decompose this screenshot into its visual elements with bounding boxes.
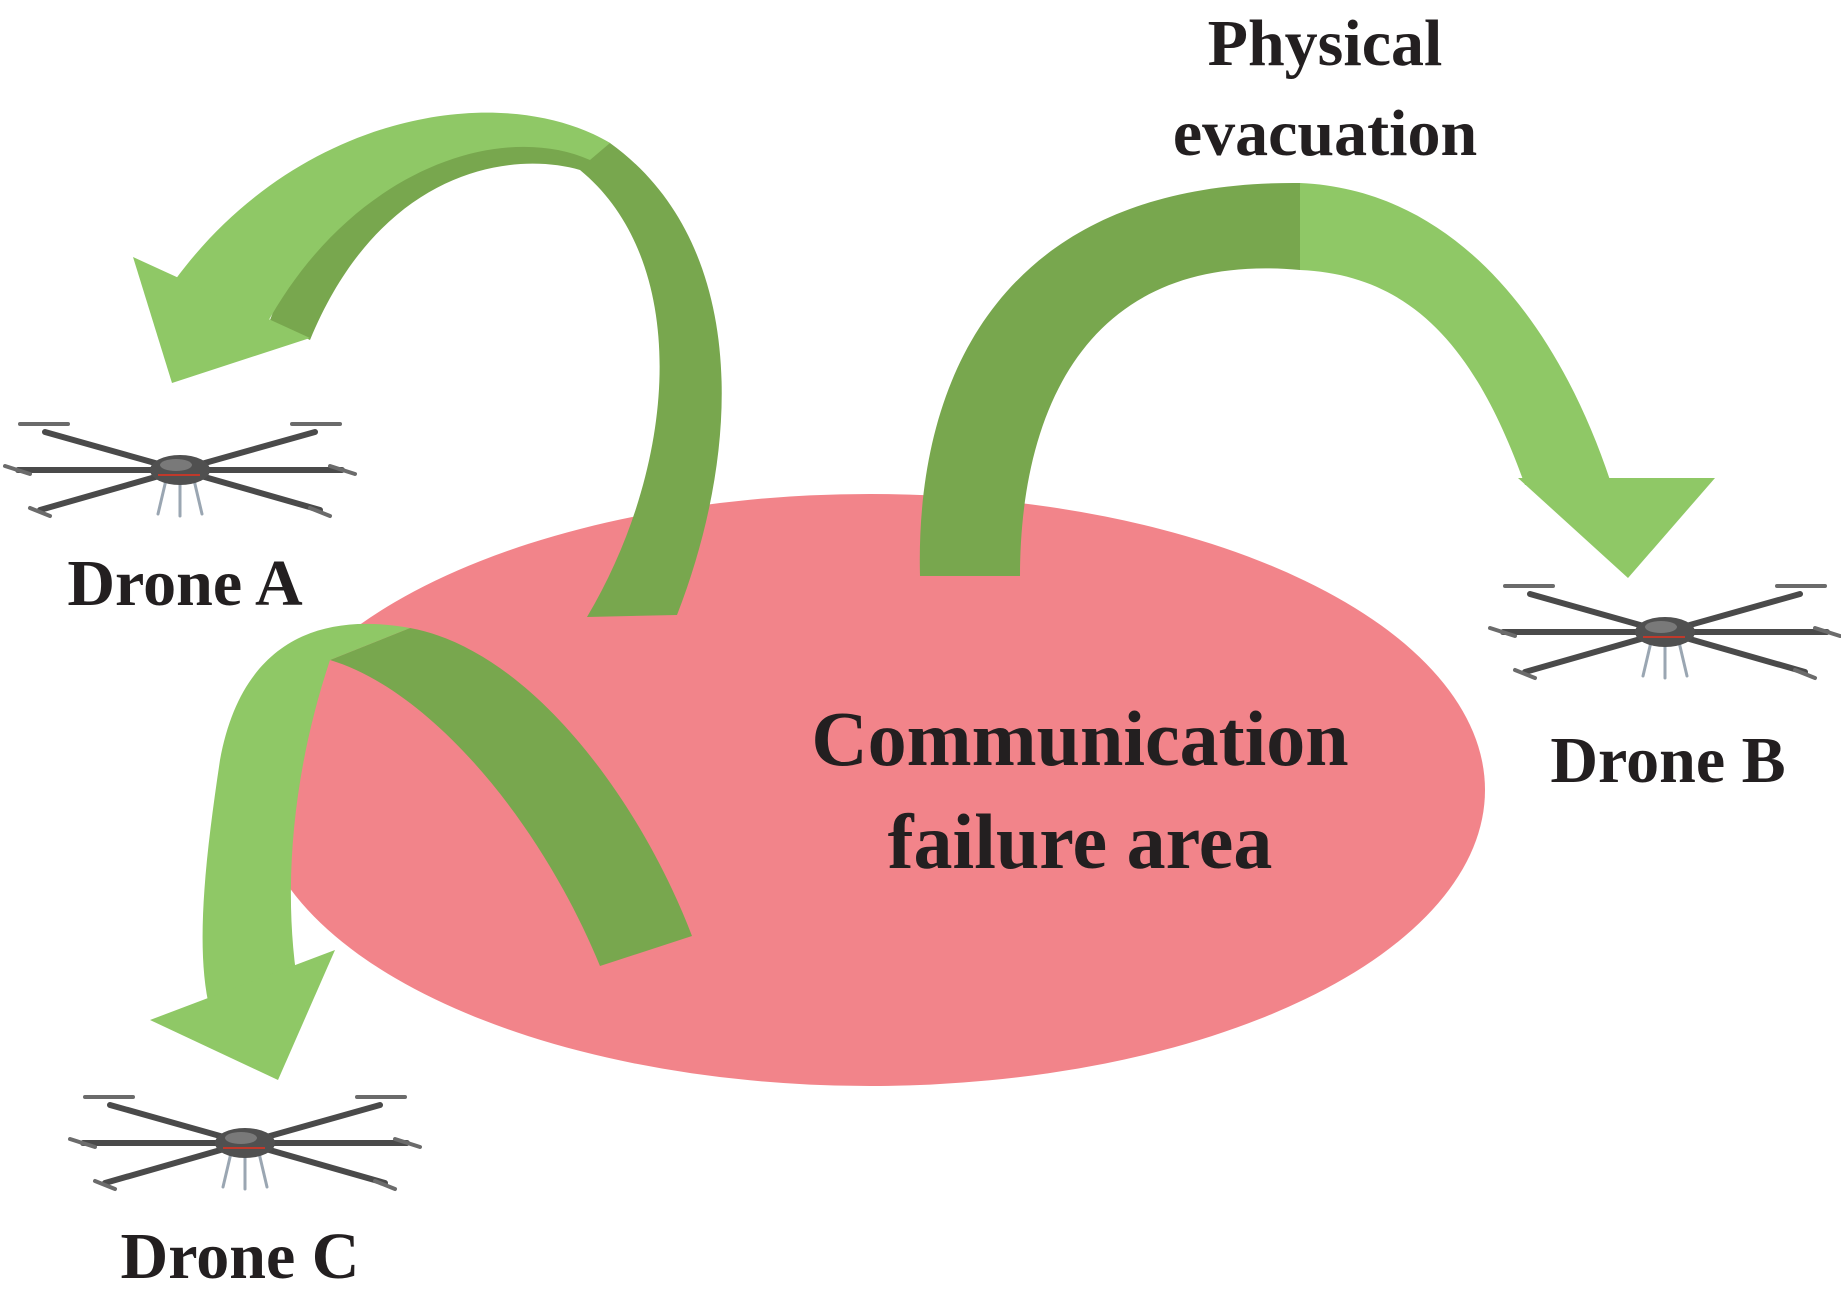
evacuation-arrow-to-drone-b [919, 182, 1715, 578]
drone-b-label: Drone B [1550, 724, 1785, 797]
drone-b: Drone B [1490, 586, 1840, 797]
drone-icon [5, 424, 355, 516]
drone-icon [1490, 586, 1840, 678]
failure-area-label-line1: Communication [811, 695, 1348, 782]
evacuation-arrow-to-drone-a [133, 112, 722, 617]
physical-evacuation-title-line2: evacuation [1173, 97, 1477, 170]
drone-a-label: Drone A [67, 547, 303, 620]
failure-area-label-line2: failure area [888, 798, 1273, 885]
physical-evacuation-title-line1: Physical [1208, 7, 1443, 80]
failure-area [255, 494, 1485, 1086]
evacuation-arrow-to-drone-c [150, 623, 692, 1080]
drone-c-label: Drone C [121, 1220, 360, 1293]
drone-a: Drone A [5, 424, 355, 620]
drone-c: Drone C [70, 1097, 420, 1293]
drone-icon [70, 1097, 420, 1189]
